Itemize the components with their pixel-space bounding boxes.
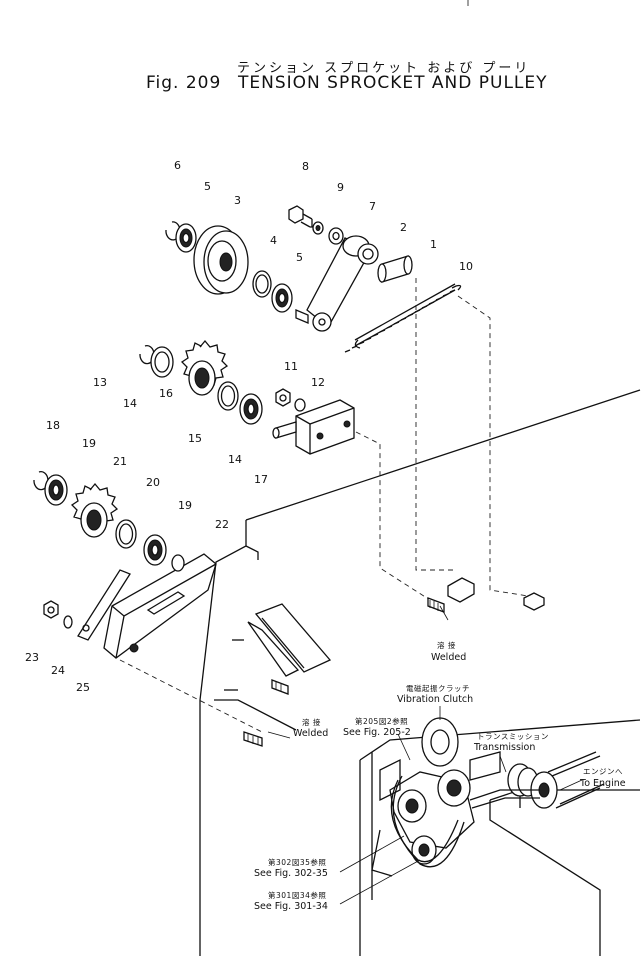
see-fig-301-label: See Fig. 301-34	[254, 901, 328, 912]
callout-label: 9	[337, 181, 344, 194]
callout-label: 16	[159, 387, 173, 400]
page-title: TENSION SPROCKET AND PULLEY	[238, 73, 548, 93]
callout-label: 24	[51, 664, 65, 677]
callout-label: 19	[178, 499, 192, 512]
callout-label: 15	[188, 432, 202, 445]
callout-label: 21	[113, 455, 127, 468]
callout-label: 19	[82, 437, 96, 450]
bolt-part	[288, 205, 313, 228]
callout-label: 11	[284, 360, 298, 373]
callout-label: 22	[215, 518, 229, 531]
callout-label: 23	[25, 651, 39, 664]
welded-label-jp: 溶 接	[437, 641, 456, 650]
transmission-label-jp: トランスミッション	[477, 732, 549, 741]
callout-label: 2	[400, 221, 407, 234]
callout-label: 17	[254, 473, 268, 486]
callout-label: 1	[430, 238, 437, 251]
vibration-clutch-label: Vibration Clutch	[397, 694, 474, 705]
to-engine-label: To Engine	[580, 778, 626, 789]
see-fig-205-label: See Fig. 205-2	[343, 727, 411, 738]
callout-label: 18	[46, 419, 60, 432]
tension-arm-part	[295, 235, 379, 332]
callout-label: 3	[234, 194, 241, 207]
callout-label: 25	[76, 681, 90, 694]
assembly-view	[371, 717, 605, 877]
mounting-plate-part	[103, 553, 217, 659]
callout-label: 10	[459, 260, 473, 273]
title-japanese: テンション スプロケット および プーリ	[237, 61, 531, 76]
pulley-part	[193, 225, 249, 295]
callout-label: 20	[146, 476, 160, 489]
bearing-part	[175, 223, 197, 253]
callout-label: 8	[302, 160, 309, 173]
see-fig-302-label: See Fig. 302-35	[254, 868, 328, 879]
welded-label-jp: 溶 接	[302, 718, 321, 727]
see-fig-302-label-jp: 第302図35参照	[268, 858, 327, 867]
callout-label: 5	[296, 251, 303, 264]
callout-label: 14	[228, 453, 242, 466]
weld-stud	[427, 597, 445, 613]
see-fig-301-label-jp: 第301図34参照	[268, 891, 327, 900]
see-fig-205-label-jp: 第205図2参照	[355, 717, 409, 726]
welded-label: Welded	[293, 728, 329, 739]
callout-label: 14	[123, 397, 137, 410]
welded-label: Welded	[431, 652, 467, 663]
transmission-label: Transmission	[474, 742, 536, 753]
callout-label: 12	[311, 376, 325, 389]
vibration-clutch-label-jp: 電磁起振クラッチ	[406, 684, 470, 693]
sleeve-part	[377, 255, 413, 283]
to-engine-label-jp: エンジンへ	[583, 767, 623, 776]
spring-part	[344, 283, 462, 353]
bracket-part	[272, 399, 355, 455]
callout-label: 13	[93, 376, 107, 389]
callout-label: 5	[204, 180, 211, 193]
callout-label: 6	[174, 159, 181, 172]
figure-number: Fig. 209	[146, 73, 222, 93]
callout-label: 7	[369, 200, 376, 213]
callout-label: 4	[270, 234, 277, 247]
sprocket-part	[180, 339, 229, 396]
